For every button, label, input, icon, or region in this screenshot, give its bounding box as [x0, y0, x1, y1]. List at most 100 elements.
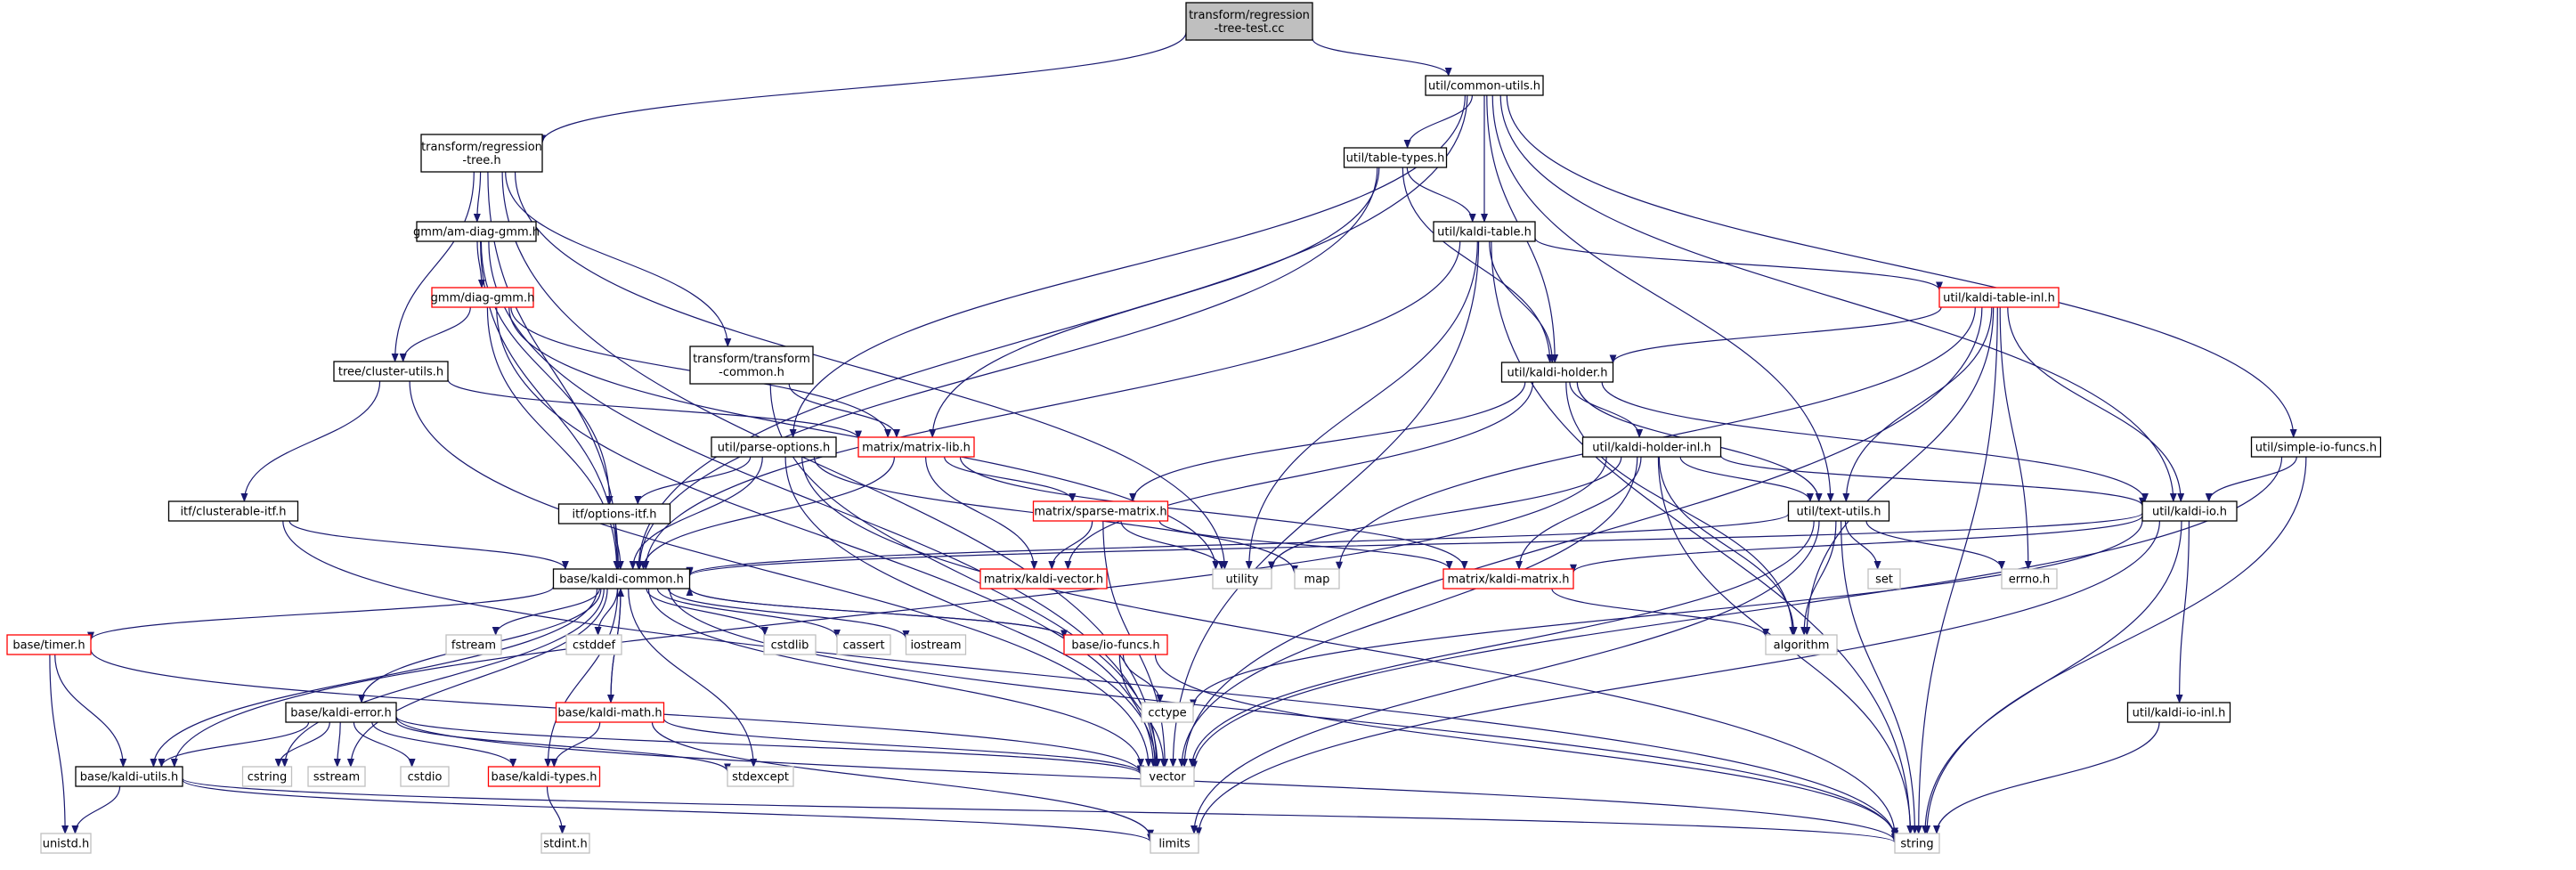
- file-node-gmm-diag-gmm-h[interactable]: gmm/diag-gmm.h: [431, 287, 535, 308]
- file-node-box: [40, 833, 92, 854]
- file-node-label: util/kaldi-holder.h: [1507, 367, 1608, 380]
- edge-kti-to-vector: [1181, 306, 1983, 768]
- edge-itc-to-kc: [288, 520, 569, 570]
- file-node-box: [416, 221, 537, 242]
- file-node-box: [1425, 75, 1544, 96]
- file-node-itf-options-itf-h[interactable]: itf/options-itf.h: [557, 503, 671, 524]
- edge-khi-to-km: [1516, 456, 1642, 570]
- file-node-map: map: [1294, 568, 1340, 589]
- file-node-util-kaldi-io-inl-h[interactable]: util/kaldi-io-inl.h: [2126, 702, 2231, 723]
- file-node-label: transform/regression: [1189, 9, 1310, 22]
- file-node-base-kaldi-math-h[interactable]: base/kaldi-math.h: [555, 702, 665, 723]
- file-node-cstddef: cstddef: [565, 634, 622, 655]
- file-node-util-table-types-h[interactable]: util/table-types.h: [1343, 147, 1448, 168]
- file-node-matrix-matrix-lib-h[interactable]: matrix/matrix-lib.h: [857, 436, 975, 458]
- file-node-base-kaldi-common-h[interactable]: base/kaldi-common.h: [552, 568, 691, 589]
- edge-cu-to-po: [789, 94, 1466, 438]
- edge-timer-to-unistd: [49, 654, 69, 834]
- file-node-iostream: iostream: [905, 634, 967, 655]
- file-node-base-kaldi-types-h[interactable]: base/kaldi-types.h: [487, 766, 601, 787]
- edge-kc-to-cstring: [280, 588, 605, 768]
- file-node-cstdlib: cstdlib: [763, 634, 817, 655]
- edge-adg-to-ito: [480, 240, 614, 505]
- edge-kc-to-sstream: [346, 588, 608, 768]
- edge-kh-to-khi: [1569, 381, 1644, 438]
- dependency-edges: [49, 32, 2307, 844]
- file-node-box: [1867, 568, 1901, 589]
- edge-kerr-to-cstdio: [353, 721, 416, 768]
- edge-ktypes-to-stdint: [546, 785, 566, 834]
- file-node-transform-regression-tree-h[interactable]: transform/regression-tree.h: [420, 134, 543, 173]
- file-node-label: -common.h: [719, 366, 784, 379]
- file-node-box: [1141, 702, 1194, 723]
- file-node-util-common-utils-h[interactable]: util/common-utils.h: [1425, 75, 1544, 96]
- edge-kt-to-util: [1245, 240, 1478, 570]
- file-node-box: [420, 134, 543, 173]
- file-node-label: util/kaldi-io-inl.h: [2133, 707, 2226, 720]
- edge-sif-to-vector: [1190, 456, 2283, 770]
- file-node-box: [540, 833, 590, 854]
- file-node-stdint-h: stdint.h: [540, 833, 590, 854]
- edge-kt-to-string: [1491, 240, 1914, 834]
- edge-kut-to-limits: [182, 779, 1154, 843]
- file-node-base-kaldi-error-h[interactable]: base/kaldi-error.h: [285, 702, 397, 723]
- file-node-label: limits: [1158, 838, 1190, 851]
- file-node-tree-cluster-utils-h[interactable]: tree/cluster-utils.h: [333, 361, 449, 382]
- edge-dg-to-kc: [486, 306, 621, 570]
- edge-po-to-string: [801, 456, 1898, 837]
- file-node-transform-transform-common-h[interactable]: transform/transform-common.h: [689, 346, 814, 385]
- edge-kti-to-algo: [1803, 306, 1995, 636]
- file-node-util-kaldi-table-h[interactable]: util/kaldi-table.h: [1433, 221, 1536, 242]
- edge-po-to-vector: [784, 456, 1159, 768]
- file-node-box: [1765, 634, 1838, 655]
- file-node-util-simple-io-funcs-h[interactable]: util/simple-io-funcs.h: [2250, 436, 2382, 458]
- edge-kh-to-kv: [1064, 381, 1534, 570]
- file-node-label: util/parse-options.h: [718, 442, 830, 455]
- file-node-util-text-utils-h[interactable]: util/text-utils.h: [1787, 500, 1890, 522]
- file-node-util-parse-options-h[interactable]: util/parse-options.h: [711, 436, 837, 458]
- file-node-label: -tree-test.cc: [1215, 22, 1285, 36]
- file-node-label: gmm/am-diag-gmm.h: [413, 226, 540, 240]
- edge-tt-to-kc: [636, 167, 1378, 570]
- file-node-box: [307, 766, 366, 787]
- file-node-box: [1185, 2, 1313, 41]
- edge-rt-to-util: [514, 171, 1229, 570]
- file-node-label: base/kaldi-utils.h: [80, 771, 179, 785]
- file-node-label: base/kaldi-error.h: [290, 707, 391, 720]
- file-node-cstring: cstring: [241, 766, 293, 787]
- file-node-itf-clusterable-itf-h[interactable]: itf/clusterable-itf.h: [167, 500, 299, 522]
- file-node-box: [905, 634, 967, 655]
- file-node-base-timer-h[interactable]: base/timer.h: [6, 634, 92, 655]
- file-node-box: [1140, 766, 1195, 787]
- file-node-box: [557, 503, 671, 524]
- file-node-label: set: [1875, 573, 1893, 587]
- file-node-util-kaldi-holder-h[interactable]: util/kaldi-holder.h: [1500, 362, 1614, 383]
- file-node-util-kaldi-table-inl-h[interactable]: util/kaldi-table-inl.h: [1938, 287, 2060, 308]
- file-node-base-kaldi-utils-h[interactable]: base/kaldi-utils.h: [75, 766, 183, 787]
- file-node-label: cstddef: [573, 639, 616, 653]
- file-node-box: [979, 568, 1108, 589]
- edge-txt-to-limits: [1190, 520, 1820, 834]
- file-node-base-io-funcs-h[interactable]: base/io-funcs.h: [1063, 634, 1168, 655]
- edge-ml-to-km: [959, 456, 1468, 570]
- file-node-matrix-kaldi-vector-h[interactable]: matrix/kaldi-vector.h: [979, 568, 1108, 589]
- edge-kt-to-vector: [1169, 240, 1480, 768]
- file-node-matrix-sparse-matrix-h[interactable]: matrix/sparse-matrix.h: [1032, 500, 1169, 522]
- file-node-label: map: [1304, 573, 1330, 587]
- edge-kc-to-vector: [647, 588, 1144, 768]
- edge-kio-to-string: [1922, 520, 2182, 834]
- file-node-transform-regression-tree-test-cc[interactable]: transform/regression-tree-test.cc: [1185, 2, 1313, 41]
- edge-ito-to-kc: [614, 523, 624, 570]
- file-node-util-kaldi-holder-inl-h[interactable]: util/kaldi-holder-inl.h: [1581, 436, 1722, 458]
- edge-km-to-algo: [1551, 588, 1769, 638]
- file-node-util-kaldi-io-h[interactable]: util/kaldi-io.h: [2141, 500, 2238, 522]
- edge-po-to-ito: [634, 456, 752, 505]
- edge-sm-to-km: [1158, 520, 1453, 570]
- edge-kt-to-kh: [1489, 240, 1556, 363]
- edge-ml-to-sm: [944, 456, 1077, 502]
- file-node-label: cstring: [248, 771, 287, 785]
- file-node-matrix-kaldi-matrix-h[interactable]: matrix/kaldi-matrix.h: [1442, 568, 1574, 589]
- file-node-gmm-am-diag-gmm-h[interactable]: gmm/am-diag-gmm.h: [413, 221, 540, 242]
- edge-khi-to-algo: [1658, 456, 1798, 636]
